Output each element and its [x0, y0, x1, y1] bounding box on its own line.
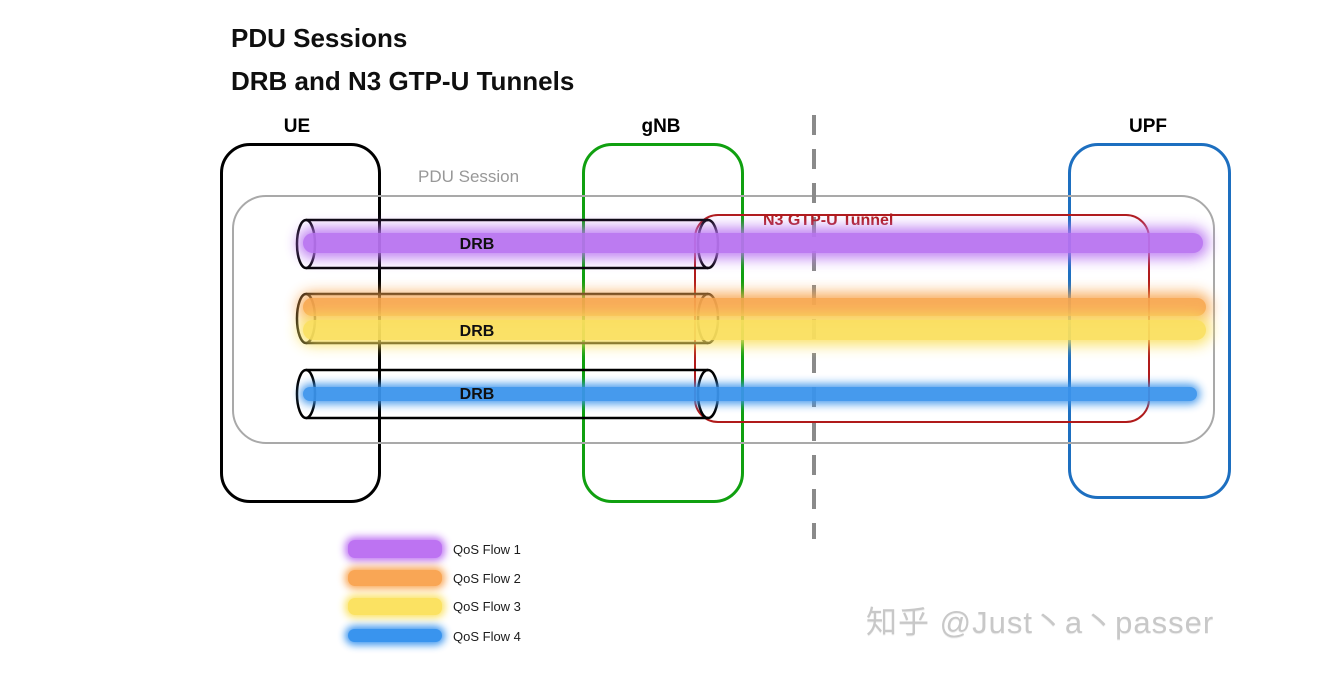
n3-tunnel-label: N3 GTP-U Tunnel	[763, 212, 894, 229]
page-title-line2: DRB and N3 GTP-U Tunnels	[231, 66, 575, 96]
qos-flow-2	[303, 298, 1206, 316]
drb-label-3: DRB	[459, 386, 495, 403]
legend-swatch-qos-flow-1	[348, 540, 442, 558]
legend-label-qos-flow-3: QoS Flow 3	[453, 599, 521, 614]
upf-label: UPF	[1129, 116, 1167, 137]
pdu-session-box	[232, 195, 1215, 444]
pdu-session-label: PDU Session	[418, 167, 520, 186]
drb-label-2: DRB	[459, 323, 495, 340]
legend-label-qos-flow-2: QoS Flow 2	[453, 571, 521, 586]
qos-flow-3	[303, 320, 1206, 340]
n3-tunnel-box	[694, 214, 1150, 423]
qos-flow-1	[303, 233, 1203, 253]
page-title-line1: PDU Sessions	[231, 23, 408, 53]
legend-swatch-qos-flow-4	[348, 629, 442, 642]
ue-label: UE	[283, 116, 311, 137]
drb-label-1: DRB	[459, 236, 495, 253]
legend-label-qos-flow-1: QoS Flow 1	[453, 542, 521, 557]
gnb-label: gNB	[641, 116, 681, 137]
legend-swatch-qos-flow-2	[348, 570, 442, 586]
watermark: 知乎 @Just丶a丶passer	[866, 605, 1215, 640]
legend-label-qos-flow-4: QoS Flow 4	[453, 629, 521, 644]
legend-swatch-qos-flow-3	[348, 598, 442, 615]
qos-flow-4	[303, 387, 1197, 401]
